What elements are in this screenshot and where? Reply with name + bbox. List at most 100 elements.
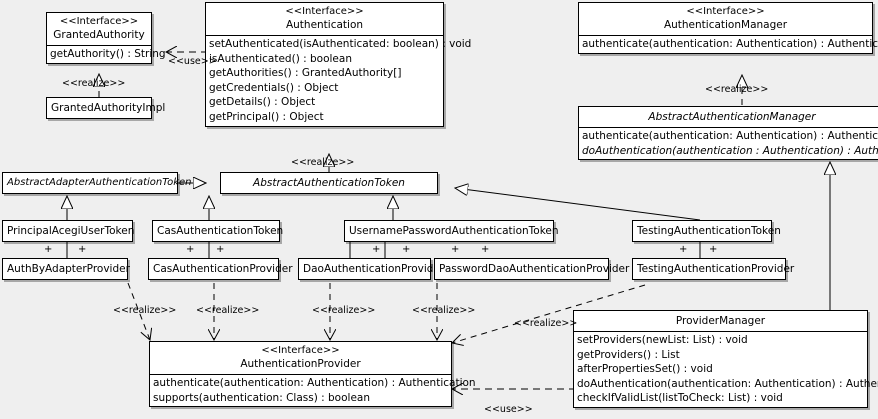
class-abstract-authentication-manager[interactable]: AbstractAuthenticationManager authentica… — [578, 106, 878, 161]
stereotype-label: <<Interface>> — [285, 6, 364, 17]
class-header: CasAuthenticationProvider — [149, 259, 293, 279]
class-name: DaoAuthenticationProvider — [303, 263, 445, 275]
class-header: <<Interface>> AuthenticationProvider — [150, 342, 451, 374]
class-name: ProviderManager — [675, 315, 766, 327]
class-dao-authentication-provider[interactable]: DaoAuthenticationProvider — [298, 258, 445, 280]
class-members: authenticate(authentication: Authenticat… — [150, 374, 476, 406]
class-name: GrantedAuthority — [53, 29, 145, 41]
assoc-marker-testing-left: + — [679, 244, 688, 255]
class-name: Authentication — [285, 19, 364, 31]
method-authenticate: authenticate(authentication: Authenticat… — [582, 38, 878, 50]
class-name: AuthenticationManager — [663, 19, 788, 31]
class-name: TestingAuthenticationProvider — [637, 263, 795, 275]
class-password-dao-authentication-provider[interactable]: PasswordDaoAuthenticationProvider — [434, 258, 630, 280]
class-header: <<Interface>> AuthenticationManager — [579, 3, 872, 35]
stereotype-label: <<Interface>> — [261, 345, 340, 356]
method-get-details: getDetails() : Object — [209, 96, 316, 109]
class-header: ProviderManager — [574, 311, 867, 331]
class-cas-authentication-provider[interactable]: CasAuthenticationProvider — [148, 258, 293, 280]
class-name: AuthenticationProvider — [240, 358, 361, 370]
class-authentication[interactable]: <<Interface>> Authentication setAuthenti… — [205, 2, 472, 127]
class-members: setProviders(newList: List) : void getPr… — [574, 331, 878, 407]
class-authentication-manager[interactable]: <<Interface>> AuthenticationManager auth… — [578, 2, 878, 54]
class-authentication-provider[interactable]: <<Interface>> AuthenticationProvider aut… — [149, 341, 476, 408]
assoc-marker-username-3: + — [451, 244, 460, 255]
assoc-marker-principal-left: + — [44, 244, 53, 255]
class-header: TestingAuthenticationToken — [633, 221, 781, 241]
stereotype-label: <<Interface>> — [686, 6, 765, 17]
label-realize-dao-provider: <<realize>> — [312, 305, 376, 316]
class-testing-authentication-provider[interactable]: TestingAuthenticationProvider — [632, 258, 795, 280]
class-provider-manager[interactable]: ProviderManager setProviders(newList: Li… — [573, 310, 878, 408]
assoc-marker-cas-right: + — [216, 244, 225, 255]
method-set-providers: setProviders(newList: List) : void — [577, 334, 748, 346]
stereotype-label: <<Interface>> — [59, 16, 139, 27]
class-testing-authentication-token[interactable]: TestingAuthenticationToken — [632, 220, 781, 242]
link-generalize-testing-token — [455, 188, 701, 221]
class-header: PrincipalAcegiUserToken — [3, 221, 135, 241]
class-granted-authority-impl[interactable]: GrantedAuthorityImpl — [46, 97, 166, 119]
class-header: PasswordDaoAuthenticationProvider — [435, 259, 630, 279]
class-name: AbstractAuthenticationManager — [648, 111, 816, 123]
class-members: setAuthenticated(isAuthenticated: boolea… — [206, 35, 472, 126]
assoc-marker-cas-left: + — [186, 244, 195, 255]
label-realize-abstract-token: <<realize>> — [291, 157, 355, 168]
method-do-authentication: doAuthentication(authentication : Authen… — [582, 144, 878, 157]
label-realize-testing-provider: <<realize>> — [514, 318, 578, 329]
class-name: AbstractAdapterAuthenticationToken — [7, 177, 192, 188]
assoc-marker-principal-right: + — [78, 244, 87, 255]
class-name: GrantedAuthorityImpl — [51, 102, 166, 114]
method-supports: supports(authentication: Class) : boolea… — [153, 391, 370, 404]
class-auth-by-adapter-provider[interactable]: AuthByAdapterProvider — [2, 258, 130, 280]
class-username-password-authentication-token[interactable]: UsernamePasswordAuthenticationToken — [344, 220, 559, 242]
class-name: CasAuthenticationProvider — [153, 263, 293, 275]
class-header: UsernamePasswordAuthenticationToken — [345, 221, 559, 241]
class-header: GrantedAuthorityImpl — [47, 98, 166, 118]
assoc-marker-testing-right: + — [709, 244, 718, 255]
class-name: PrincipalAcegiUserToken — [7, 225, 135, 237]
method-get-principal: getPrincipal() : Object — [209, 110, 324, 123]
assoc-marker-username-4: + — [481, 244, 490, 255]
class-abstract-adapter-authentication-token[interactable]: AbstractAdapterAuthenticationToken — [2, 172, 192, 194]
class-name: UsernamePasswordAuthenticationToken — [349, 225, 559, 237]
method-get-credentials: getCredentials() : Object — [209, 81, 339, 94]
class-header: AbstractAdapterAuthenticationToken — [3, 173, 192, 193]
class-granted-authority[interactable]: <<Interface>> GrantedAuthority getAuthor… — [46, 12, 166, 64]
class-members: authenticate(authentication: Authenticat… — [579, 127, 878, 159]
class-name: PasswordDaoAuthenticationProvider — [439, 263, 630, 275]
label-realize-cas-provider: <<realize>> — [196, 305, 260, 316]
class-name: AuthByAdapterProvider — [7, 263, 130, 275]
method-do-authentication: doAuthentication(authentication: Authent… — [577, 377, 878, 390]
label-realize-auth-by-adapter: <<realize>> — [113, 305, 177, 316]
label-realize-password-dao-provider: <<realize>> — [412, 305, 476, 316]
label-use-authentication-grantedauthority: <<use>> — [168, 56, 217, 67]
class-members: getAuthority() : String — [47, 45, 166, 63]
class-header: <<Interface>> GrantedAuthority — [47, 13, 151, 45]
class-header: DaoAuthenticationProvider — [299, 259, 445, 279]
class-abstract-authentication-token[interactable]: AbstractAuthenticationToken — [220, 172, 438, 194]
class-name: CasAuthenticationToken — [157, 225, 284, 237]
class-name: TestingAuthenticationToken — [637, 225, 781, 237]
class-header: CasAuthenticationToken — [153, 221, 284, 241]
class-members: authenticate(authentication: Authenticat… — [579, 35, 878, 53]
method-authenticate: authenticate(authentication: Authenticat… — [153, 377, 476, 389]
method-get-authority: getAuthority() : String — [50, 48, 166, 60]
method-set-authenticated: setAuthenticated(isAuthenticated: boolea… — [209, 38, 472, 50]
class-header: AbstractAuthenticationToken — [221, 173, 437, 193]
method-get-providers: getProviders() : List — [577, 348, 680, 361]
method-is-authenticated: isAuthenticated() : boolean — [209, 52, 352, 65]
class-header: TestingAuthenticationProvider — [633, 259, 795, 279]
method-check-if-valid-list: checkIfValidList(listToCheck: List) : vo… — [577, 392, 783, 405]
label-use-provider-manager: <<use>> — [484, 404, 533, 415]
class-principal-acegi-user-token[interactable]: PrincipalAcegiUserToken — [2, 220, 135, 242]
class-header: AbstractAuthenticationManager — [579, 107, 878, 127]
class-header: AuthByAdapterProvider — [3, 259, 130, 279]
class-cas-authentication-token[interactable]: CasAuthenticationToken — [152, 220, 284, 242]
class-header: <<Interface>> Authentication — [206, 3, 443, 35]
method-authenticate: authenticate(authentication: Authenticat… — [582, 130, 878, 142]
assoc-marker-username-1: + — [372, 244, 381, 255]
class-name: AbstractAuthenticationToken — [253, 177, 405, 189]
assoc-marker-username-2: + — [402, 244, 411, 255]
method-after-properties-set: afterPropertiesSet() : void — [577, 363, 713, 376]
